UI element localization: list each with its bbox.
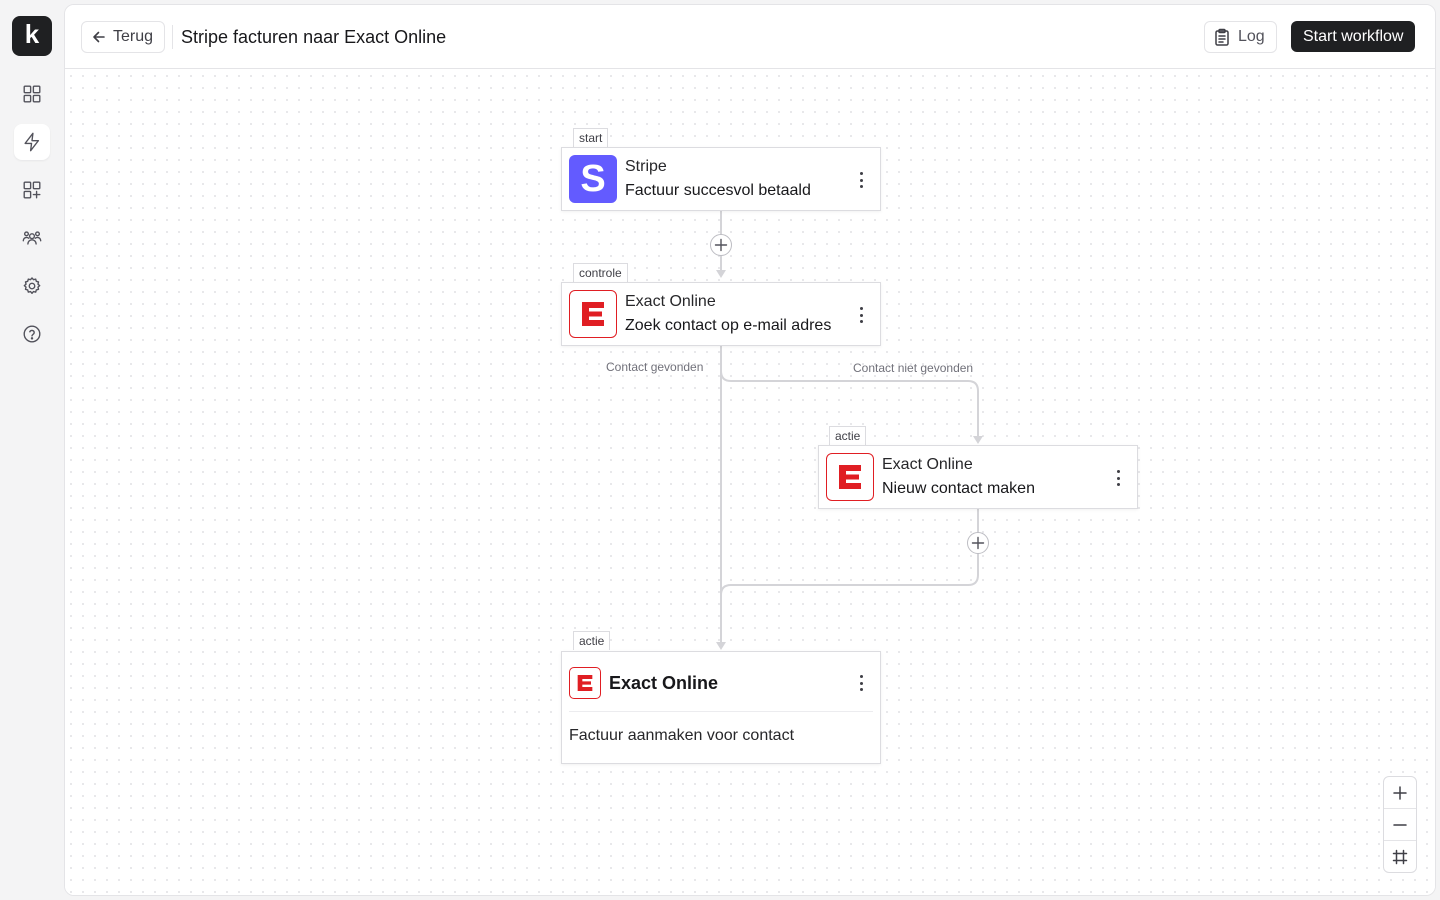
add-step-button[interactable] (710, 234, 732, 256)
node-action-name: Factuur aanmaken voor contact (569, 727, 795, 744)
arrow-left-icon (93, 31, 105, 43)
node-tag: start (573, 128, 609, 147)
log-button-label: Log (1238, 28, 1265, 45)
node-app-name: Exact Online (625, 293, 716, 310)
sidebar-item-integrations[interactable] (14, 172, 50, 208)
node-divider (569, 711, 873, 712)
plus-icon (714, 238, 728, 252)
fit-view-icon (1392, 849, 1408, 865)
help-icon (23, 325, 41, 343)
lightning-icon (24, 132, 40, 152)
sidebar-item-users[interactable] (14, 220, 50, 256)
edge-not-found (720, 346, 979, 437)
node-app-name: Exact Online (882, 456, 973, 473)
more-options-icon[interactable] (859, 172, 863, 188)
clipboard-icon (1215, 28, 1229, 46)
branch-label-found: Contact gevonden (606, 360, 704, 374)
exact-online-icon (826, 453, 874, 501)
logo-text: k (24, 19, 40, 49)
stripe-letter: S (580, 157, 606, 200)
node-tag: actie (829, 426, 867, 445)
sidebar-item-settings[interactable] (14, 268, 50, 304)
branch-label-not-found: Contact niet gevonden (853, 361, 974, 375)
sidebar-item-workflows[interactable] (14, 124, 50, 160)
node-header: Exact Online (562, 652, 880, 712)
header-divider (172, 25, 173, 49)
edge-merge (720, 509, 979, 596)
start-workflow-button[interactable]: Start workflow (1291, 21, 1416, 52)
node-action-name: Factuur succesvol betaald (625, 182, 811, 199)
zoom-out-icon (1393, 823, 1407, 826)
page-title: Stripe facturen naar Exact Online (181, 27, 447, 47)
node-app-name: Exact Online (609, 673, 719, 693)
plus-icon (971, 536, 985, 550)
node-app-name: Stripe (625, 158, 667, 175)
app-logo[interactable]: k (12, 16, 52, 56)
more-options-icon[interactable] (1116, 470, 1120, 486)
workflow-edges (716, 211, 983, 650)
stripe-icon: S (569, 155, 617, 203)
workflow-node-create-invoice[interactable]: Exact Online Factuur aanmaken voor conta… (561, 651, 881, 764)
sidebar-item-help[interactable] (14, 316, 50, 352)
exact-online-icon (569, 667, 601, 699)
node-action-name: Zoek contact op e-mail adres (625, 317, 832, 334)
workflow-node-create-contact[interactable]: Exact Online Nieuw contact maken (818, 445, 1138, 509)
add-step-button[interactable] (967, 532, 989, 554)
exact-online-icon (569, 290, 617, 338)
zoom-in-icon (1393, 785, 1407, 800)
grid-plus-icon (23, 181, 41, 199)
grid-icon (23, 85, 41, 103)
users-icon (22, 231, 42, 245)
node-tag: controle (573, 263, 628, 282)
more-options-icon[interactable] (859, 675, 863, 691)
zoom-in-button[interactable] (1384, 777, 1416, 809)
log-button[interactable]: Log (1204, 21, 1277, 53)
sidebar: k (0, 0, 64, 900)
zoom-out-button[interactable] (1384, 809, 1416, 841)
workflow-node-trigger[interactable]: S Stripe Factuur succesvol betaald (561, 147, 881, 211)
zoom-controls (1383, 776, 1417, 873)
back-button-label: Terug (113, 28, 154, 45)
workflow-node-check[interactable]: Exact Online Zoek contact op e-mail adre… (561, 282, 881, 346)
back-button[interactable]: Terug (81, 21, 166, 53)
node-action-name: Nieuw contact maken (882, 480, 1035, 497)
node-tag: actie (573, 631, 611, 650)
top-bar: Terug Stripe facturen naar Exact Online … (65, 5, 1435, 69)
main-panel: Terug Stripe facturen naar Exact Online … (64, 4, 1436, 896)
sidebar-item-dashboard[interactable] (14, 76, 50, 112)
fit-view-button[interactable] (1384, 841, 1416, 872)
gear-icon (23, 277, 41, 295)
more-options-icon[interactable] (859, 307, 863, 323)
